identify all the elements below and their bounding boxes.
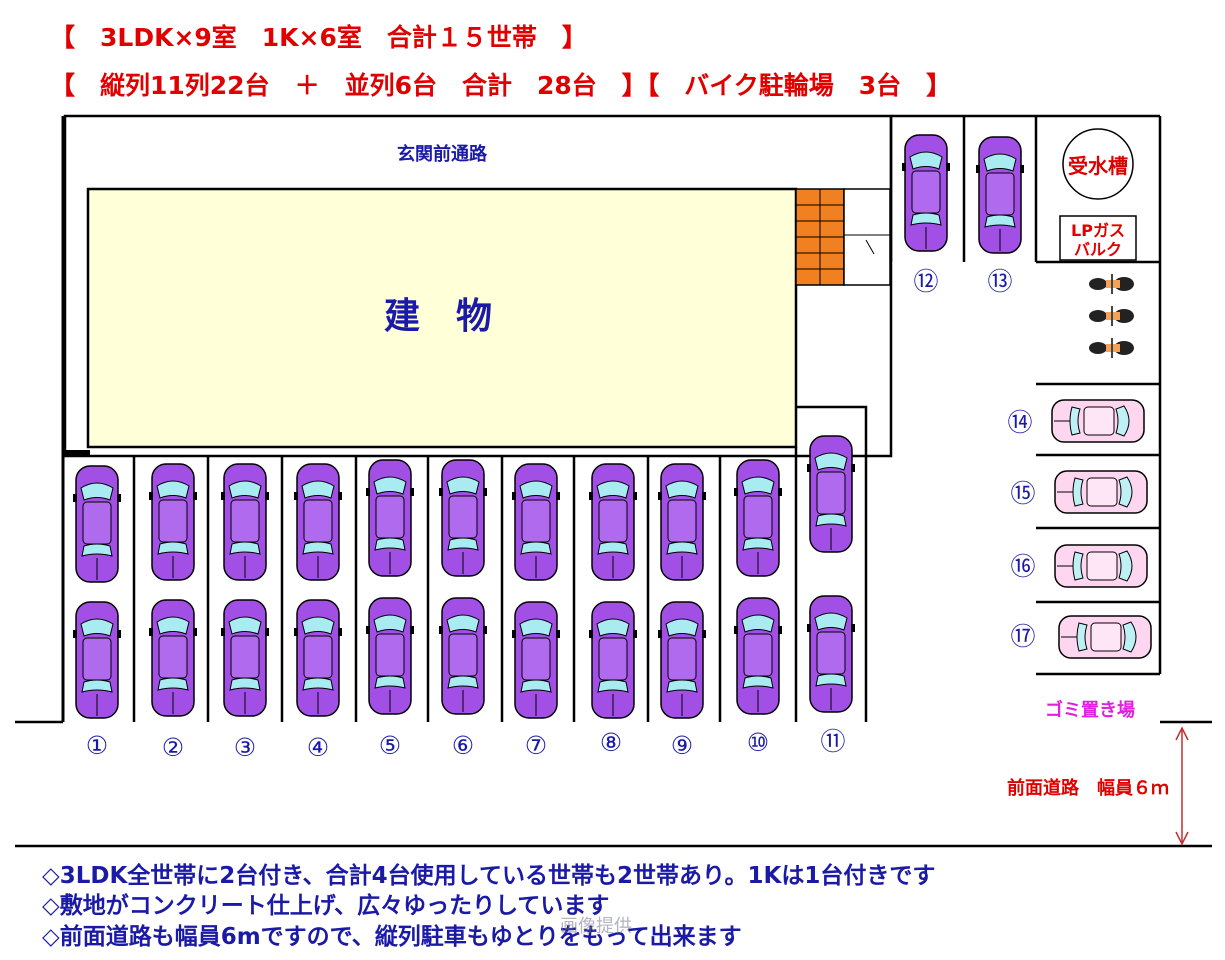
note-1: ◇3LDK全世帯に2台付き、合計4台使用している世帯も2世帯あり。1Kは1台付き…	[42, 863, 936, 889]
space-number-12: ⑫	[913, 267, 938, 296]
header-line-1: 【 3LDK×9室 1K×6室 合計１５世帯 】	[50, 23, 587, 52]
car-13	[975, 136, 1025, 254]
car-17	[1058, 615, 1152, 659]
space-number-7: ⑦	[525, 731, 547, 760]
header-line-2: 【 縦列11列22台 ＋ 並列6台 合計 28台 】【 バイク駐輪場 3台 】	[50, 71, 952, 100]
space-number-16: ⑯	[1010, 552, 1035, 581]
car-2-back	[148, 463, 198, 581]
car-1-back	[72, 465, 122, 583]
car-3-front	[220, 599, 270, 717]
car-6-back	[438, 459, 488, 577]
lp-gas-box	[1059, 215, 1137, 261]
space-number-13: ⑬	[987, 267, 1012, 296]
building-label: 建 物	[384, 296, 492, 337]
space-number-1: ①	[86, 731, 108, 760]
car-8-front	[588, 601, 638, 719]
bike-2	[1088, 305, 1135, 327]
car-3-back	[220, 463, 270, 581]
space-number-17: ⑰	[1010, 622, 1035, 651]
watermark: 画像提供	[560, 916, 632, 937]
space-number-10: ⑩	[747, 728, 769, 757]
car-7-front	[511, 601, 561, 719]
bike-parking	[1088, 273, 1135, 359]
car-5-back	[365, 459, 415, 577]
space-numbers: ① ② ③ ④ ⑤ ⑥ ⑦ ⑧ ⑨ ⑩ ⑪ ⑫ ⑬ ⑭ ⑮ ⑯ ⑰	[86, 267, 1036, 762]
front-road-label: 前面道路 幅員６ｍ	[1007, 777, 1169, 799]
space-number-3: ③	[234, 733, 256, 762]
car-11-front	[806, 595, 856, 713]
lp-gas-label-1: LPガス	[1071, 221, 1125, 240]
space-number-5: ⑤	[379, 731, 401, 760]
space-number-4: ④	[307, 733, 329, 762]
space-number-6: ⑥	[452, 731, 474, 760]
space-number-15: ⑮	[1010, 479, 1035, 508]
note-2: ◇敷地がコンクリート仕上げ、広々ゆったりしています	[42, 893, 610, 919]
water-tank-circle	[1062, 128, 1134, 200]
building	[86, 187, 798, 449]
car-6-front	[438, 597, 488, 715]
space-number-14: ⑭	[1007, 408, 1032, 437]
car-4-back	[293, 463, 343, 581]
note-3: ◇前面道路も幅員6mですので、縦列駐車もゆとりをもって出来ます	[42, 924, 742, 950]
entrance-path-label: 玄関前通路	[397, 143, 488, 165]
stairs	[795, 188, 891, 286]
car-15	[1054, 470, 1148, 514]
car-8-back	[588, 463, 638, 581]
garbage-label: ゴミ置き場	[1045, 699, 1135, 721]
bike-3	[1088, 337, 1135, 359]
space-number-8: ⑧	[600, 728, 622, 757]
car-2-front	[148, 599, 198, 717]
water-tank-label: 受水槽	[1068, 154, 1128, 178]
road-width-arrow	[1175, 726, 1189, 846]
lp-gas-label-2: バルク	[1074, 240, 1122, 259]
car-4-front	[293, 599, 343, 717]
car-10-back	[733, 459, 783, 577]
car-11-back	[806, 435, 856, 553]
car-14	[1051, 399, 1145, 443]
car-5-front	[365, 597, 415, 715]
car-9-back	[657, 463, 707, 581]
car-7-back	[511, 463, 561, 581]
space-number-11: ⑪	[820, 727, 845, 756]
car-12	[901, 134, 951, 252]
car-16	[1054, 544, 1148, 588]
space-number-9: ⑨	[671, 731, 693, 760]
car-10-front	[733, 597, 783, 715]
bike-1	[1088, 273, 1135, 295]
space-number-2: ②	[162, 733, 184, 762]
car-1-front	[72, 601, 122, 719]
car-9-front	[657, 601, 707, 719]
